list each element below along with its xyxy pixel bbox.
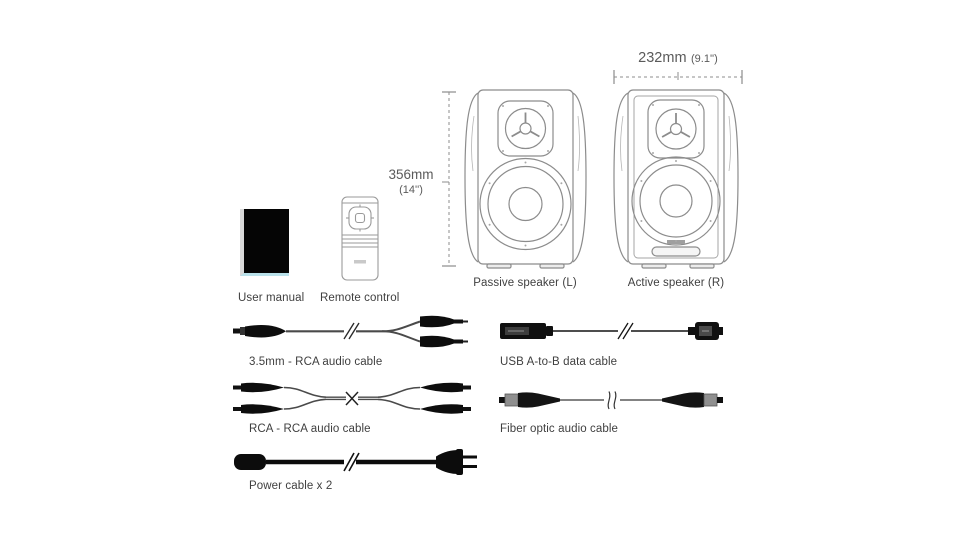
remote-control-illustration	[341, 196, 379, 281]
usb-cable-label: USB A-to-B data cable	[500, 356, 618, 368]
user-manual-illustration	[240, 209, 289, 276]
passive-speaker-illustration	[464, 89, 587, 269]
aux-rca-cable-illustration	[233, 315, 468, 348]
height-mm-value: 356mm	[388, 167, 434, 182]
width-mm-value: 232mm	[638, 50, 687, 66]
usb-cable-illustration	[500, 322, 723, 340]
width-dimension-label: 232mm (9.1'')	[596, 49, 760, 67]
fiber-cable-illustration	[499, 391, 723, 410]
height-inch-value: (14'')	[399, 183, 423, 196]
height-dimension-label: 356mm (14'')	[381, 167, 441, 198]
height-dimension-line	[442, 91, 456, 267]
rca-rca-cable-illustration	[233, 382, 471, 414]
aux-rca-cable-label: 3.5mm - RCA audio cable	[249, 356, 383, 368]
remote-control-label: Remote control	[320, 292, 400, 304]
power-cable-illustration	[234, 449, 477, 475]
passive-speaker-label: Passive speaker (L)	[473, 277, 577, 289]
rca-rca-cable-label: RCA - RCA audio cable	[249, 423, 371, 435]
active-speaker-illustration	[613, 89, 739, 269]
fiber-cable-label: Fiber optic audio cable	[500, 423, 619, 435]
power-cable-label: Power cable x 2	[249, 480, 333, 492]
width-dimension-line	[613, 70, 743, 84]
active-speaker-label: Active speaker (R)	[627, 277, 725, 289]
width-inch-value: (9.1'')	[690, 53, 718, 65]
user-manual-label: User manual	[238, 292, 305, 304]
